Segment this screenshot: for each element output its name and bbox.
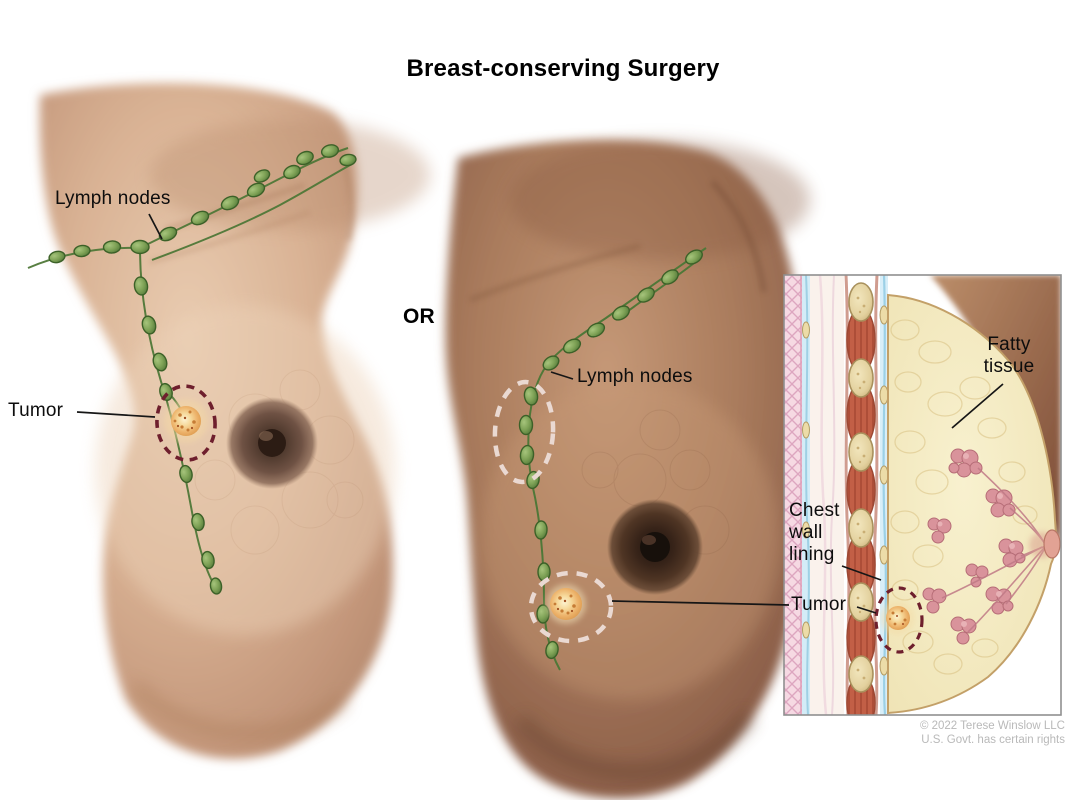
- left-lymph-nodes: [48, 144, 357, 595]
- figure-title: Breast-conserving Surgery: [406, 55, 720, 82]
- left-tumor-label: Tumor: [8, 400, 64, 421]
- inset-pointer-lines: [841, 383, 1004, 581]
- left-lymph-pointer-line: [148, 213, 163, 240]
- left-tumor-dashed-circle: [155, 384, 217, 462]
- or-label: OR: [403, 305, 435, 328]
- right-lymph-nodes-dashed-circle: [492, 379, 556, 485]
- right-lymph-pointer-line: [550, 371, 574, 380]
- right-skin-crease: [469, 243, 641, 303]
- inset-connective-layer: [810, 275, 844, 715]
- right-lymph-nodes: [518, 249, 703, 660]
- inset-subcutaneous-fat: [784, 275, 802, 715]
- right-shoulder-shading: [510, 140, 810, 260]
- right-armpit-crease: [709, 179, 767, 293]
- chest-wall-lining-label: Chest wall lining: [789, 500, 840, 565]
- inset-nipple: [1043, 529, 1061, 559]
- inset-tumor: [874, 586, 924, 654]
- inset-border: [783, 274, 1062, 716]
- fatty-tissue-label: Fatty tissue: [983, 334, 1035, 377]
- left-breast-illustration: [27, 83, 430, 759]
- left-breast-shadow: [129, 680, 350, 741]
- inset-tumor-dashed-circle: [874, 586, 924, 654]
- right-lymph-nodes-label: Lymph nodes: [577, 366, 693, 387]
- pointer-lines: [76, 213, 877, 614]
- inset-cross-section: [783, 274, 1062, 716]
- right-tumor-pointer-line: [611, 600, 790, 606]
- rib-cross-sections: [848, 282, 874, 693]
- inset-fat-texture: [890, 319, 1038, 675]
- copyright-line1: © 2022 Terese Winslow LLC: [919, 720, 1065, 732]
- left-skin-crease-2: [149, 210, 311, 264]
- inset-chest-skin: [930, 275, 1061, 548]
- inset-tumor-pointer-line: [856, 606, 877, 614]
- right-tumor: [546, 584, 586, 624]
- right-breast-shadow: [513, 710, 757, 780]
- left-tumor-pointer-line: [76, 411, 156, 418]
- left-lymph-nodes-label: Lymph nodes: [55, 188, 171, 209]
- copyright-credit: © 2022 Terese Winslow LLC U.S. Govt. has…: [920, 719, 1065, 747]
- left-tumor: [155, 384, 217, 462]
- left-nipple-highlight: [259, 431, 273, 441]
- right-nipple-highlight: [642, 535, 656, 545]
- copyright-line2: U.S. Govt. has certain rights: [921, 734, 1065, 746]
- inset-tumor-label: Tumor: [791, 594, 847, 615]
- inset-muscle-layer: [844, 275, 879, 715]
- inset-glandular-highlights: [937, 453, 1015, 627]
- rib-marrow-speckles: [856, 296, 866, 680]
- right-breast-illustration: [445, 139, 810, 799]
- inset-fat-lobules-left: [802, 321, 810, 639]
- right-tumor-dashed-circle: [528, 570, 614, 644]
